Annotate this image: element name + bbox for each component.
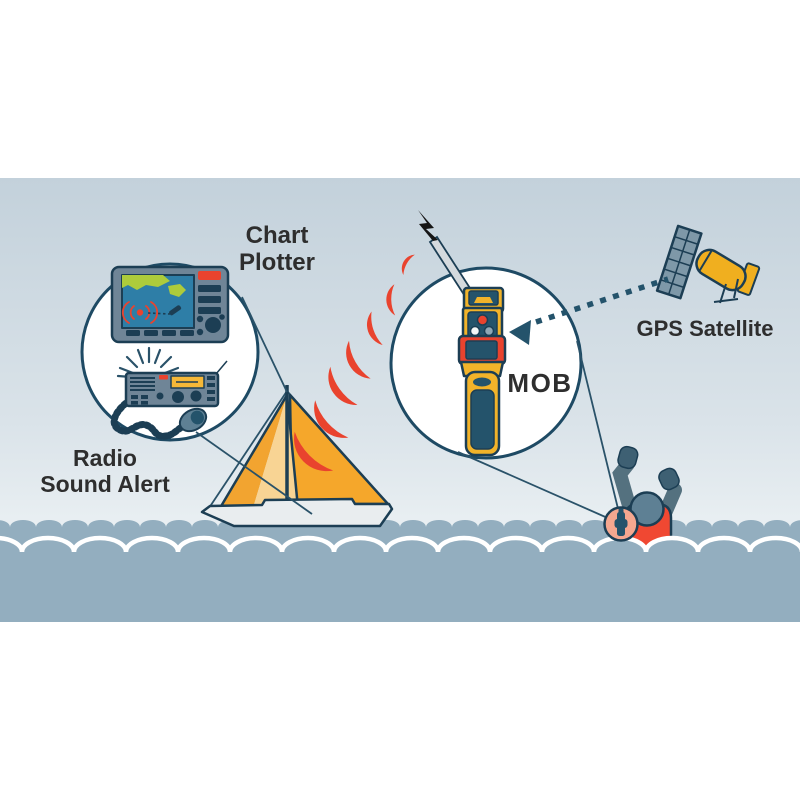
chart-plotter-label: Chart Plotter xyxy=(238,222,315,276)
vhf-radio-icon xyxy=(110,360,228,440)
map-island xyxy=(168,284,186,297)
chest-beacon-badge xyxy=(603,506,639,542)
illustration-canvas xyxy=(0,178,800,622)
beacon-button-white xyxy=(469,325,481,337)
mob-label: MOB xyxy=(507,368,573,398)
gps-satellite-label: GPS Satellite xyxy=(636,316,774,341)
gps-signal-dotted-line xyxy=(535,276,669,325)
gps-satellite-icon xyxy=(509,224,761,345)
illustration-scene: Chart Plotter Radio Sound Alert MOB GPS … xyxy=(0,178,800,622)
boat-marker xyxy=(169,305,182,316)
coiled-mic-cord xyxy=(110,396,188,440)
plotter-red-button xyxy=(198,271,221,280)
hull xyxy=(200,497,394,528)
ship-callout-lines xyxy=(195,296,313,515)
head xyxy=(629,491,665,527)
radio-distress-button xyxy=(159,375,168,380)
antenna-tip xyxy=(418,210,438,241)
satellite-body xyxy=(695,248,747,292)
plotter-track-line xyxy=(147,312,171,315)
beacon-callout-lines xyxy=(457,340,622,524)
mob-position-dot xyxy=(136,309,144,316)
sailboat-icon xyxy=(200,385,394,528)
speaker-grille xyxy=(130,377,155,391)
radio-microphone xyxy=(178,407,208,433)
map-land-mass xyxy=(122,275,170,290)
radio-knob xyxy=(190,390,202,402)
radio-antenna xyxy=(215,360,228,375)
beacon-window xyxy=(465,340,498,360)
gps-signal-arrowhead xyxy=(509,320,531,345)
plotter-dial xyxy=(205,317,221,333)
radio-knob xyxy=(172,391,184,403)
beacon-activate-button xyxy=(476,314,489,326)
mob-beacon-icon xyxy=(418,210,507,457)
right-mitten xyxy=(658,467,680,491)
radio-sound-alert-label: Radio Sound Alert xyxy=(40,445,170,497)
radio-knob-small xyxy=(156,392,164,400)
left-mitten xyxy=(617,445,639,470)
satellite-antenna-legs xyxy=(713,278,739,304)
chart-plotter-icon xyxy=(110,265,230,344)
beacon-button-gray xyxy=(483,325,495,337)
foreground-wave xyxy=(0,535,800,622)
